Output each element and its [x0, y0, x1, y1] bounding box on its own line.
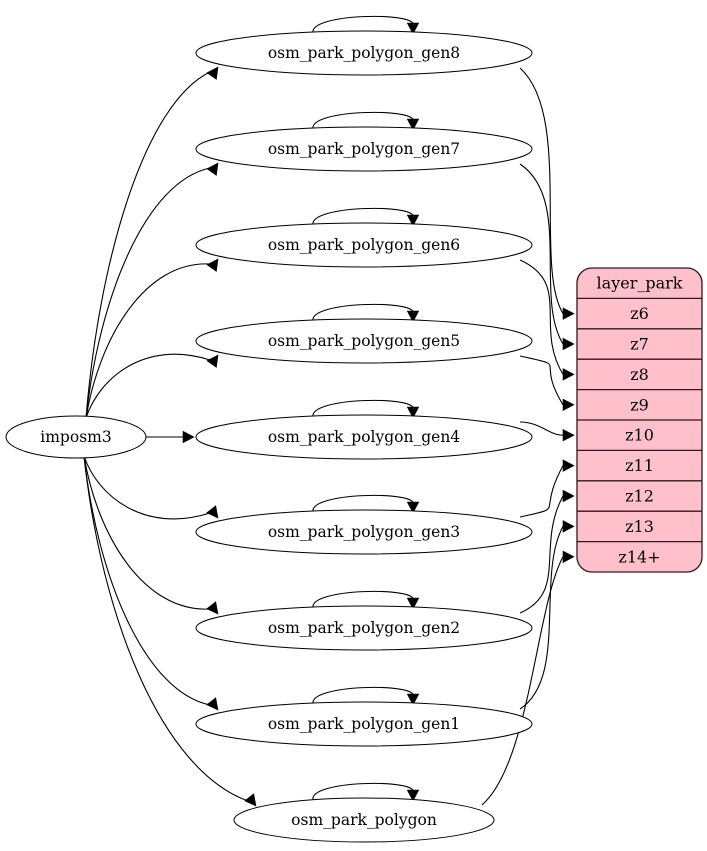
arrow-head	[406, 22, 420, 35]
node-shape-gen1	[195, 701, 533, 747]
node-label-gen3: osm_park_polygon_gen3	[268, 523, 460, 541]
node-shape-gen6	[195, 222, 533, 268]
arrow-head	[406, 693, 420, 706]
table-row-z6: z6	[630, 304, 649, 323]
table-header-label: layer_park	[597, 274, 683, 293]
self-loop-gen1	[312, 686, 414, 705]
arrow-head	[206, 162, 219, 176]
edge-imposm3-to-gen2	[83, 455, 211, 610]
edge-gen7-to-z7	[519, 163, 564, 345]
table-row-z8: z8	[630, 365, 649, 384]
node-label-gen2: osm_park_polygon_gen2	[268, 619, 460, 637]
arrow-head	[562, 368, 575, 381]
arrow-head	[406, 310, 420, 323]
node-shape-base	[233, 797, 495, 843]
arrow-head	[406, 597, 420, 610]
node-label-gen4: osm_park_polygon_gen4	[268, 428, 460, 446]
edge-gen4-to-z10	[519, 421, 564, 436]
arrow-head	[562, 489, 575, 503]
arrow-head	[206, 258, 219, 272]
arrow-head	[562, 337, 575, 351]
edge-gen5-to-z9	[519, 355, 564, 406]
self-loop-gen2	[312, 590, 414, 609]
edge-gen6-to-z8	[519, 259, 564, 375]
arrow-head	[406, 118, 420, 131]
edge-imposm3-to-gen5	[85, 353, 211, 419]
arrow-head	[562, 459, 575, 472]
arrow-head	[206, 601, 219, 615]
edge-group-self-loops	[312, 15, 420, 802]
edge-imposm3-to-gen7	[85, 167, 211, 419]
node-gen4[interactable]: osm_park_polygon_gen4	[195, 414, 533, 460]
edge-base-to-z14+	[481, 556, 564, 806]
node-gen8[interactable]: osm_park_polygon_gen8	[195, 30, 533, 76]
arrow-head	[182, 430, 195, 444]
edge-gen3-to-z11	[519, 465, 564, 518]
node-shape-gen2	[195, 605, 533, 651]
node-gen3[interactable]: osm_park_polygon_gen3	[195, 509, 533, 555]
node-gen5[interactable]: osm_park_polygon_gen5	[195, 318, 533, 364]
table-row-z7: z7	[630, 335, 649, 354]
node-label-gen5: osm_park_polygon_gen5	[268, 332, 460, 350]
node-label-imposm3: imposm3	[40, 428, 111, 446]
node-shape-imposm3	[5, 415, 147, 459]
table-row-z12: z12	[625, 487, 654, 506]
node-label-gen1: osm_park_polygon_gen1	[268, 715, 460, 733]
arrow-head	[206, 697, 219, 711]
table-row-z13: z13	[625, 517, 654, 536]
table-row-z14+: z14+	[618, 547, 660, 566]
edge-group-source-to-nodes	[83, 66, 257, 807]
node-label-base: osm_park_polygon	[291, 811, 437, 829]
arrow-head	[562, 550, 575, 564]
edge-imposm3-to-gen3	[83, 455, 211, 520]
self-loop-gen5	[312, 303, 414, 322]
node-shape-gen7	[195, 126, 533, 172]
edge-imposm3-to-base	[83, 455, 249, 802]
edge-gen1-to-z13	[519, 526, 564, 710]
self-loop-gen3	[312, 494, 414, 513]
node-gen7[interactable]: osm_park_polygon_gen7	[195, 126, 533, 172]
self-loop-gen7	[312, 111, 414, 130]
edge-imposm3-to-gen1	[83, 455, 211, 706]
edge-group-nodes-to-table	[481, 67, 575, 806]
edge-gen2-to-z12	[519, 495, 564, 614]
self-loop-gen6	[312, 207, 414, 226]
arrow-head	[206, 66, 219, 80]
node-shape-gen8	[195, 30, 533, 76]
table-row-z9: z9	[630, 395, 649, 414]
arrow-head	[406, 214, 420, 227]
arrow-head	[406, 406, 420, 419]
node-shape-gen4	[195, 414, 533, 460]
node-label-gen6: osm_park_polygon_gen6	[268, 236, 460, 254]
node-imposm3[interactable]: imposm3	[5, 415, 147, 459]
node-layer-park-table[interactable]: layer_park z6 z7 z8 z9 z10 z11 z12 z13 z14+	[576, 267, 703, 573]
arrow-head	[562, 307, 575, 320]
node-gen6[interactable]: osm_park_polygon_gen6	[195, 222, 533, 268]
edge-gen8-to-z6	[519, 67, 564, 314]
arrow-head	[562, 398, 575, 412]
node-gen2[interactable]: osm_park_polygon_gen2	[195, 605, 533, 651]
node-shape-gen5	[195, 318, 533, 364]
arrow-head	[206, 505, 219, 519]
arrow-head	[562, 520, 575, 533]
node-gen1[interactable]: osm_park_polygon_gen1	[195, 701, 533, 747]
edge-imposm3-to-gen6	[85, 263, 211, 419]
arrow-head	[206, 354, 219, 368]
node-label-gen8: osm_park_polygon_gen8	[268, 44, 460, 62]
self-loop-gen4	[312, 399, 414, 418]
self-loop-gen8	[312, 15, 414, 34]
arrow-head	[562, 428, 575, 442]
arrow-head	[244, 793, 257, 807]
table-row-z10: z10	[625, 426, 654, 445]
table-row-z11: z11	[625, 456, 654, 475]
arrow-head	[406, 501, 420, 514]
node-shape-gen3	[195, 509, 533, 555]
node-label-gen7: osm_park_polygon_gen7	[268, 140, 460, 158]
self-loop-base	[312, 782, 414, 801]
node-base[interactable]: osm_park_polygon	[233, 797, 495, 843]
node-group-polygons: osm_park_polygon_gen8 osm_park_polygon_ge…	[195, 30, 533, 843]
edge-imposm3-to-gen8	[85, 71, 211, 419]
arrow-head	[406, 789, 420, 802]
